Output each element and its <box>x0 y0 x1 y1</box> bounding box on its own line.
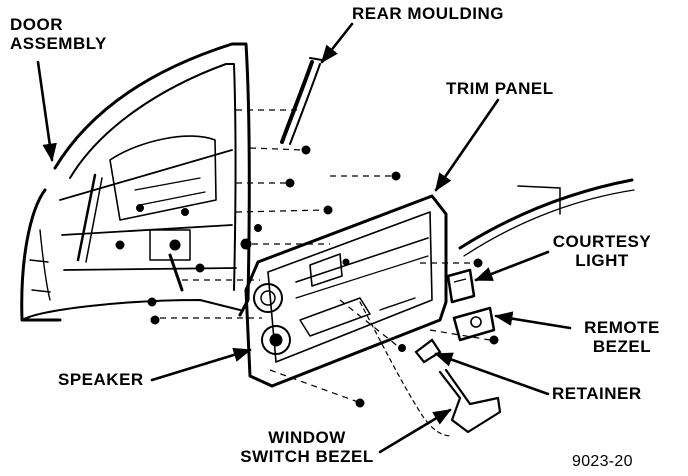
label-door-assembly: DOOR ASSEMBLY <box>10 15 107 53</box>
fasteners <box>147 145 499 408</box>
label-door-assembly-line2: ASSEMBLY <box>10 34 107 53</box>
label-courtesy-light: COURTESY LIGHT <box>542 232 662 270</box>
courtesy-light-part <box>446 268 476 304</box>
label-courtesy-light-line1: COURTESY <box>552 232 652 251</box>
label-retainer: RETAINER <box>552 384 642 403</box>
trim-panel-part <box>244 194 448 388</box>
leader-trim-panel <box>434 98 500 192</box>
leader-retainer <box>434 352 550 396</box>
leader-door-assembly <box>36 60 57 162</box>
label-speaker: SPEAKER <box>58 370 144 389</box>
label-courtesy-light-line2: LIGHT <box>575 251 629 270</box>
remote-bezel-part <box>452 306 496 342</box>
label-window-switch-bezel-line2: SWITCH BEZEL <box>240 447 374 466</box>
label-remote-bezel-line1: REMOTE <box>584 318 660 337</box>
label-rear-moulding: REAR MOULDING <box>352 4 504 23</box>
leader-window-switch-bezel <box>378 408 452 454</box>
leader-rear-moulding <box>320 22 354 64</box>
glass-run-part <box>458 178 635 257</box>
label-remote-bezel: REMOTE BEZEL <box>572 318 672 356</box>
alignment-lines <box>160 109 491 403</box>
retainer-part <box>414 338 442 364</box>
label-window-switch-bezel-line1: WINDOW <box>268 428 346 447</box>
leader-lines <box>36 22 572 454</box>
leader-remote-bezel <box>494 311 572 330</box>
window-switch-bezel-part <box>359 301 502 437</box>
figure-number: 9023-20 <box>572 453 633 470</box>
label-remote-bezel-line2: BEZEL <box>592 337 652 356</box>
leader-courtesy-light <box>474 250 550 282</box>
door-assembly <box>20 42 251 322</box>
label-trim-panel: TRIM PANEL <box>446 79 554 98</box>
label-window-switch-bezel: WINDOW SWITCH BEZEL <box>222 428 392 466</box>
leader-speaker <box>150 347 252 382</box>
rear-moulding-part <box>280 57 323 145</box>
label-door-assembly-line1: DOOR <box>10 15 63 34</box>
